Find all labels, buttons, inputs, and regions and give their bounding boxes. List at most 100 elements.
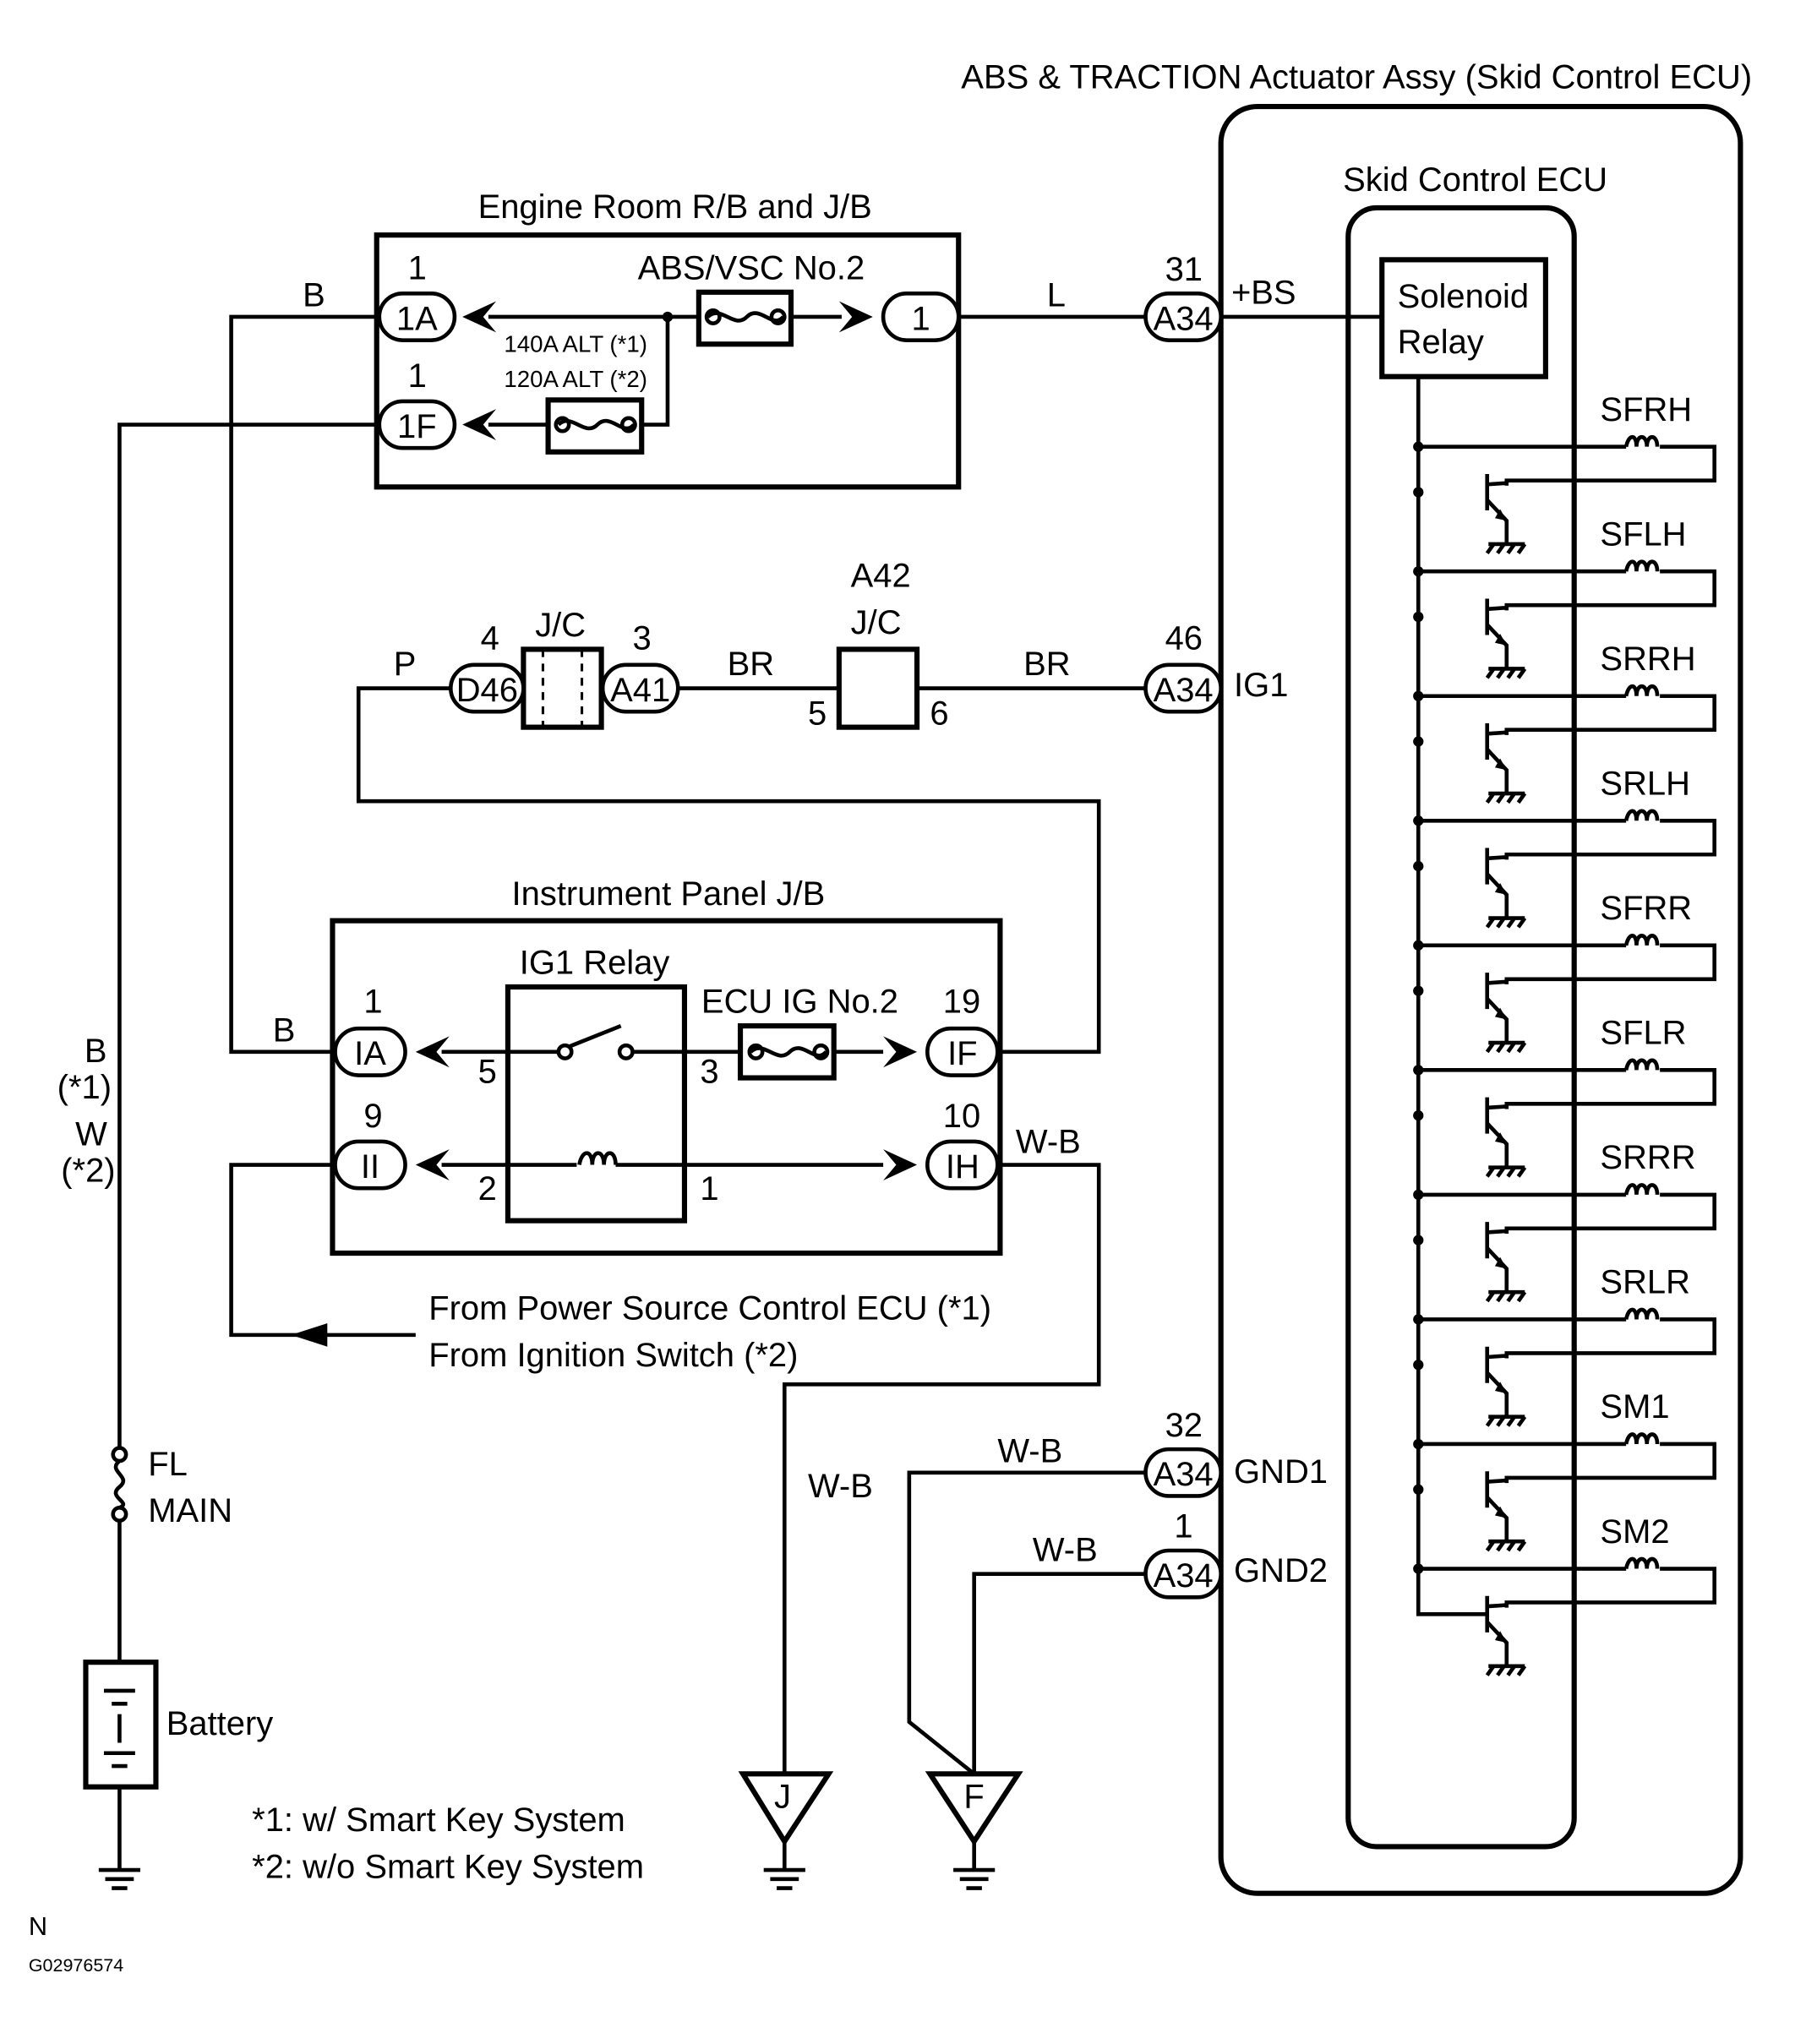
pin-ig1-label: IG1	[1234, 667, 1288, 704]
wire-b-top	[229, 314, 379, 1055]
battery-box	[83, 1660, 159, 1790]
connector-a41-label: A41	[610, 672, 670, 709]
relay-pin-2: 2	[478, 1170, 497, 1207]
abs-vsc-fuse-label: ABS/VSC No.2	[638, 249, 865, 286]
relay-pin-3: 3	[700, 1054, 718, 1091]
ecu-ig-fuse-icon	[737, 1023, 837, 1081]
transistor-ground-icon	[1485, 1165, 1527, 1178]
solenoid-coil-icon	[1623, 684, 1660, 697]
ground-f-label: F	[963, 1778, 984, 1815]
transistor-icon	[1485, 848, 1509, 918]
solenoid-coil-icon	[1623, 809, 1660, 821]
solenoid-label: SRRR	[1600, 1139, 1695, 1176]
transistor-icon	[1485, 1346, 1509, 1417]
solenoid-label: SFLR	[1600, 1015, 1686, 1052]
ground-j-label: J	[774, 1778, 791, 1815]
solenoid-label: SRRH	[1600, 640, 1695, 678]
pin-if-number: 19	[943, 984, 980, 1021]
connector-ia-label: IA	[354, 1035, 386, 1072]
input-arrow	[291, 1323, 328, 1347]
actuator-assembly-box	[1218, 103, 1743, 1896]
transistor-arrow	[1494, 758, 1507, 771]
wire-br-2-label: BR	[1023, 646, 1070, 683]
transistor-icon	[1485, 723, 1509, 794]
connector-d46-label: D46	[456, 672, 518, 709]
alt-120-label: 120A ALT (*2)	[504, 366, 647, 392]
jc-a42-id: A42	[851, 558, 911, 595]
footnote-2: *2: w/o Smart Key System	[252, 1848, 644, 1885]
ecu-title: Skid Control ECU	[1343, 161, 1607, 199]
solenoid-coil-icon	[1623, 1183, 1660, 1196]
jc-a42-label: J/C	[851, 604, 902, 641]
footnote-1: *1: w/ Smart Key System	[252, 1801, 625, 1839]
fl-main-link-icon	[113, 1459, 126, 1510]
wire-wb-gnd1	[907, 1470, 1146, 1776]
pin-bs-label: +BS	[1231, 275, 1296, 312]
solenoid-wire	[1418, 1567, 1716, 1608]
left-wire-w: W	[75, 1116, 107, 1153]
transistor-arrow	[1494, 883, 1507, 895]
connector-if-label: IF	[947, 1035, 978, 1072]
ecu-ig-fuse-label: ECU IG No.2	[701, 984, 898, 1021]
wire-p	[356, 686, 1101, 1055]
pin-bs-number: 31	[1165, 251, 1203, 288]
alt-140-label: 140A ALT (*1)	[504, 330, 647, 357]
transistor-icon	[1485, 598, 1509, 669]
wire-wb-gnd1-label: W-B	[997, 1432, 1062, 1469]
relay-pin-5: 5	[478, 1054, 497, 1091]
transistor-arrow	[1494, 633, 1507, 646]
jc-label: J/C	[535, 607, 586, 644]
pin-ii-number: 9	[363, 1098, 382, 1135]
solenoid-label: SRLR	[1600, 1264, 1690, 1301]
solenoid-wire	[1418, 818, 1716, 860]
solenoid-label: SM1	[1600, 1388, 1669, 1425]
pin-1a-number: 1	[408, 249, 427, 286]
jc-a42-pin-6: 6	[930, 695, 948, 733]
bus-junction	[1413, 1484, 1424, 1495]
transistor-ground-icon	[1485, 1539, 1527, 1552]
from-ignition-line: From Ignition Switch (*2)	[428, 1337, 798, 1374]
transistor-arrow	[1494, 1132, 1507, 1144]
connector-a34-gnd2-label: A34	[1154, 1557, 1214, 1594]
transistor-icon	[1485, 473, 1509, 544]
left-wire-w-note: (*2)	[61, 1153, 115, 1190]
jc-a42-box	[836, 646, 920, 730]
wire-b-top-label: B	[303, 277, 325, 314]
battery-ground-symbol	[98, 1867, 141, 1890]
fl-main-label-2: MAIN	[148, 1492, 232, 1529]
relay-coil-icon	[577, 1151, 618, 1166]
jc-a42-pin-5: 5	[808, 695, 827, 733]
pin-ig1-number: 46	[1165, 619, 1203, 657]
connector-ii-label: II	[361, 1148, 379, 1186]
solenoid-wire	[1418, 1192, 1716, 1235]
solenoid-wire	[1418, 569, 1716, 611]
pin-gnd1-label: GND1	[1234, 1453, 1328, 1491]
solenoid-label: SFRH	[1600, 391, 1692, 428]
solenoid-relay-label-2: Relay	[1398, 324, 1484, 361]
transistor-arrow	[1494, 1506, 1507, 1518]
solenoid-relay-label-1: Solenoid	[1398, 278, 1529, 315]
relay-pin-1: 1	[700, 1170, 718, 1207]
ground-j-symbol	[763, 1841, 805, 1890]
bus-junction	[1413, 860, 1424, 872]
solenoid-coil-icon	[1623, 933, 1660, 946]
relay-switch-contact	[568, 1023, 622, 1049]
solenoid-coil-icon	[1623, 1556, 1660, 1570]
connector-ih-label: IH	[946, 1148, 979, 1186]
ground-j-triangle	[738, 1771, 834, 1846]
transistor-arrow	[1494, 1256, 1507, 1269]
connector-if	[925, 1026, 1000, 1077]
battery-label: Battery	[166, 1705, 274, 1742]
solenoid-coil-icon	[1623, 434, 1660, 448]
solenoid-wire	[1418, 694, 1716, 735]
solenoid-wire	[1418, 1442, 1716, 1484]
connector-1f-label: 1F	[397, 408, 437, 445]
solenoid-bus	[1416, 376, 1487, 1616]
engine-room-jb-title: Engine Room R/B and J/B	[478, 188, 872, 226]
connector-a34-bs	[1143, 292, 1223, 342]
corner-n: N	[29, 1911, 47, 1941]
solenoid-wire	[1418, 1068, 1716, 1109]
connector-ih	[925, 1139, 1000, 1191]
instrument-panel-jb-box	[330, 918, 1003, 1256]
